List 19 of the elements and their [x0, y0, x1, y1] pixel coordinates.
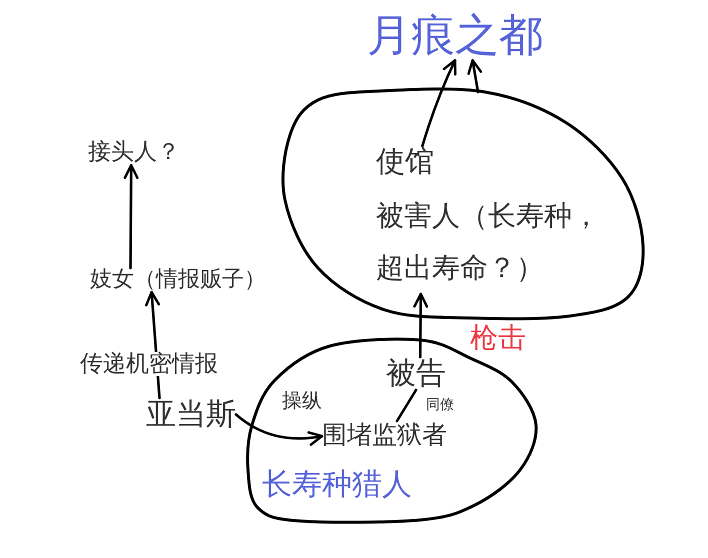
arrow: [467, 59, 482, 94]
place-name: 月痕之都: [367, 12, 543, 60]
arrow: [234, 413, 324, 446]
group-label: 长寿种猎人: [262, 468, 412, 501]
node-label: 被害人（长寿种，超出寿命？）: [376, 190, 612, 294]
node-label: 使馆: [376, 146, 434, 178]
node-label: 被告: [386, 357, 446, 390]
edge-label: 枪击: [470, 323, 526, 352]
node-label: 妓女（情报贩子）: [90, 268, 266, 292]
arrow: [421, 59, 457, 148]
node-label: 围堵监狱者: [322, 421, 447, 448]
arrow: [413, 292, 428, 358]
node-label: 接头人？: [88, 140, 180, 166]
node-label: 亚当斯: [146, 398, 236, 431]
edge-label: 操纵: [282, 390, 322, 411]
edge-label: 传递机密情报: [80, 352, 218, 376]
edge-label: 同僚: [426, 398, 454, 413]
connector-line: [396, 388, 418, 422]
arrow: [124, 164, 139, 270]
